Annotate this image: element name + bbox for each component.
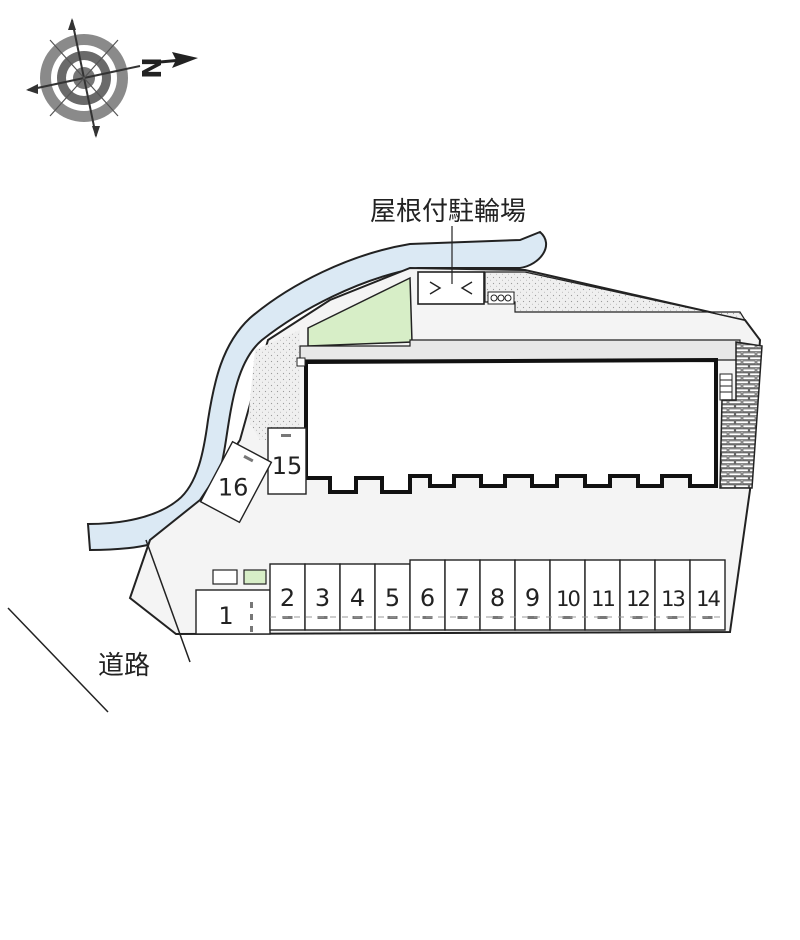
parking-space-10-label: 10 <box>556 587 579 611</box>
road-label: 道路 <box>98 651 150 681</box>
compass-north-letter: N <box>135 57 165 79</box>
space-marker <box>632 616 643 619</box>
space-marker <box>562 616 573 619</box>
green-box <box>243 569 267 585</box>
parking-space-7-label: 7 <box>455 584 470 612</box>
stair-icon <box>719 373 733 401</box>
bicycle-rack-icon <box>487 291 515 305</box>
parking-space-13-label: 13 <box>661 587 684 611</box>
river <box>86 230 547 552</box>
parking-space-6-label: 6 <box>420 584 435 612</box>
space-marker <box>250 614 253 620</box>
road-line <box>7 607 109 713</box>
utility-box-icon <box>296 357 306 367</box>
parking-space-16-label: 16 <box>218 473 249 501</box>
space-marker <box>667 616 678 619</box>
apartment-building <box>304 357 718 494</box>
bicycle-parking-label: 屋根付駐輪場 <box>370 197 526 227</box>
parking-space-4-label: 4 <box>350 584 365 612</box>
space-marker <box>597 616 608 619</box>
parking-space-1-block <box>195 589 271 635</box>
space-marker <box>250 602 253 608</box>
space-marker <box>492 616 503 619</box>
parking-space-14-label: 14 <box>696 587 720 611</box>
parking-space-3-label: 3 <box>315 584 330 612</box>
utility-box <box>212 569 238 585</box>
parking-space-2-label: 2 <box>280 584 295 612</box>
parking-space-16: 16 <box>199 440 273 524</box>
gravel-area-west <box>248 330 300 440</box>
parking-space-8-label: 8 <box>490 584 505 612</box>
parking-space-9-label: 9 <box>525 584 540 612</box>
space-marker <box>250 626 253 632</box>
parking-space-1-label: 1 <box>218 602 233 630</box>
parking-space-5-label: 5 <box>385 584 400 612</box>
bicycle-shelter <box>417 271 485 305</box>
space-marker <box>527 616 538 619</box>
parking-space-15: 15 <box>267 427 307 495</box>
parking-space-11-label: 11 <box>591 587 614 611</box>
compass-icon <box>26 18 198 138</box>
lot-edge-line <box>145 539 191 663</box>
brick-wall <box>719 341 763 489</box>
bicycle-shelter-cross-icon <box>429 281 473 295</box>
parking-space-12-label: 12 <box>626 587 649 611</box>
parking-space-15-label: 15 <box>272 452 303 480</box>
